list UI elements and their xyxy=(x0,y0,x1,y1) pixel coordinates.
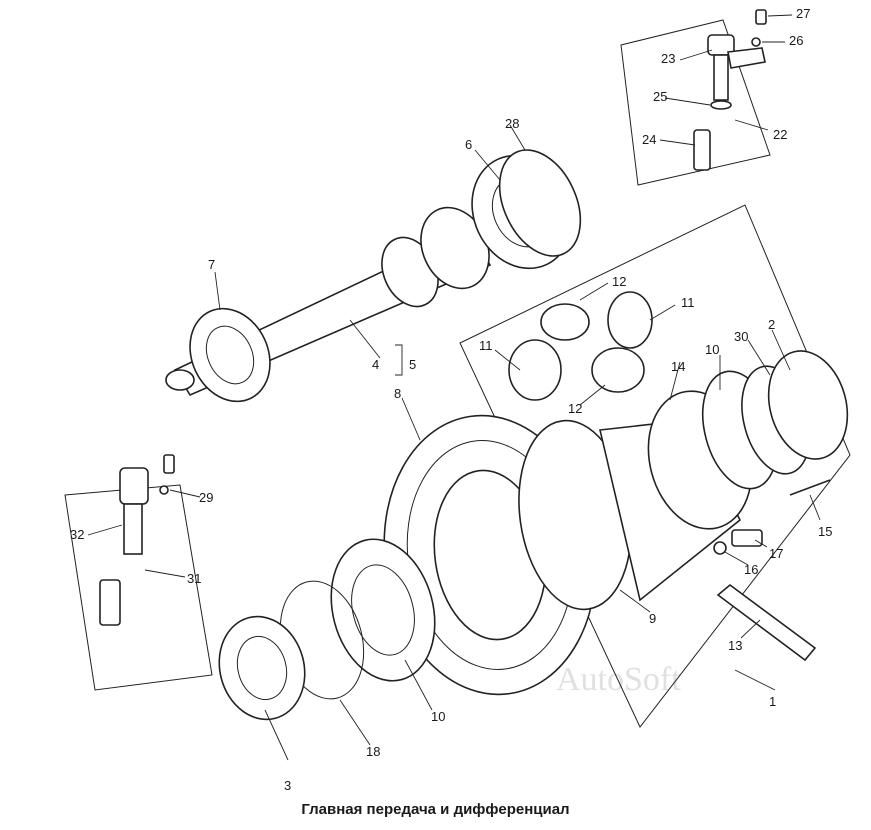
pin-15 xyxy=(789,479,831,496)
washer-29 xyxy=(159,485,169,495)
callout-2: 2 xyxy=(768,317,775,332)
driven-gear xyxy=(99,579,121,626)
callout-13: 13 xyxy=(728,638,742,653)
callout-4: 4 xyxy=(372,357,379,372)
shaft-end xyxy=(165,369,195,391)
callout-16: 16 xyxy=(744,562,758,577)
callout-14: 14 xyxy=(671,359,685,374)
callout-17: 17 xyxy=(769,546,783,561)
o-ring-25 xyxy=(710,100,732,110)
callout-30: 30 xyxy=(734,329,748,344)
callout-12-top: 12 xyxy=(612,274,626,289)
callout-31: 31 xyxy=(187,571,201,586)
side-gear-12-top xyxy=(540,303,590,341)
callout-9: 9 xyxy=(649,611,656,626)
callout-1: 1 xyxy=(769,694,776,709)
speedometer-drive-frame-22 xyxy=(620,19,771,186)
side-gear-12-bottom xyxy=(591,347,645,393)
callout-29: 29 xyxy=(199,490,213,505)
callout-3: 3 xyxy=(284,778,291,793)
diagram-caption: Главная передача и дифференциал xyxy=(301,801,570,818)
drive-sleeve xyxy=(713,54,729,101)
drive-sleeve-32 xyxy=(123,503,143,555)
callout-23: 23 xyxy=(661,51,675,66)
callout-8: 8 xyxy=(394,386,401,401)
callout-32: 32 xyxy=(70,527,84,542)
seal-2 xyxy=(767,350,849,460)
watermark: AutoSoft xyxy=(556,661,681,698)
speedometer-drive-22 xyxy=(693,9,767,171)
speedometer-drive-31 xyxy=(99,454,175,626)
bearing-7 xyxy=(189,307,271,403)
race-28 xyxy=(498,149,582,257)
callout-5: 5 xyxy=(409,357,416,372)
callout-15: 15 xyxy=(818,524,832,539)
pinion-gear-11-right xyxy=(607,291,653,349)
drive-housing xyxy=(119,467,149,505)
leader-lines xyxy=(87,14,821,761)
callout-18: 18 xyxy=(366,744,380,759)
bolt-17 xyxy=(731,529,763,547)
bolt-27 xyxy=(755,9,767,25)
callout-24: 24 xyxy=(642,132,656,147)
callout-27: 27 xyxy=(796,6,810,21)
oil-seal-3 xyxy=(218,615,306,721)
bearing-10-left xyxy=(330,538,436,682)
driven-gear-24 xyxy=(693,129,711,171)
callout-7: 7 xyxy=(208,257,215,272)
callout-26: 26 xyxy=(789,33,803,48)
mounting-tab xyxy=(727,47,766,69)
pinion-shaft-13 xyxy=(716,583,817,662)
callout-11-left: 11 xyxy=(479,338,493,353)
callout-12-bottom: 12 xyxy=(568,401,582,416)
left-side-parts xyxy=(218,538,436,721)
drive-shaft-assembly xyxy=(165,149,582,403)
washer-26 xyxy=(751,37,761,47)
callout-25: 25 xyxy=(653,89,667,104)
callout-labels: 1 2 3 4 5 6 7 8 9 10 10 11 11 12 12 13 1… xyxy=(70,6,832,793)
pinion-gear-11-left xyxy=(508,339,562,401)
callout-11-right: 11 xyxy=(681,295,695,310)
differential-gears xyxy=(508,291,653,401)
lock-washer-16 xyxy=(713,541,727,555)
bolt xyxy=(163,454,175,474)
callout-22: 22 xyxy=(773,127,787,142)
callout-10-right: 10 xyxy=(705,342,719,357)
differential-housing xyxy=(383,350,849,696)
callout-6: 6 xyxy=(465,137,472,152)
callout-28: 28 xyxy=(505,116,519,131)
callout-10-left: 10 xyxy=(431,709,445,724)
